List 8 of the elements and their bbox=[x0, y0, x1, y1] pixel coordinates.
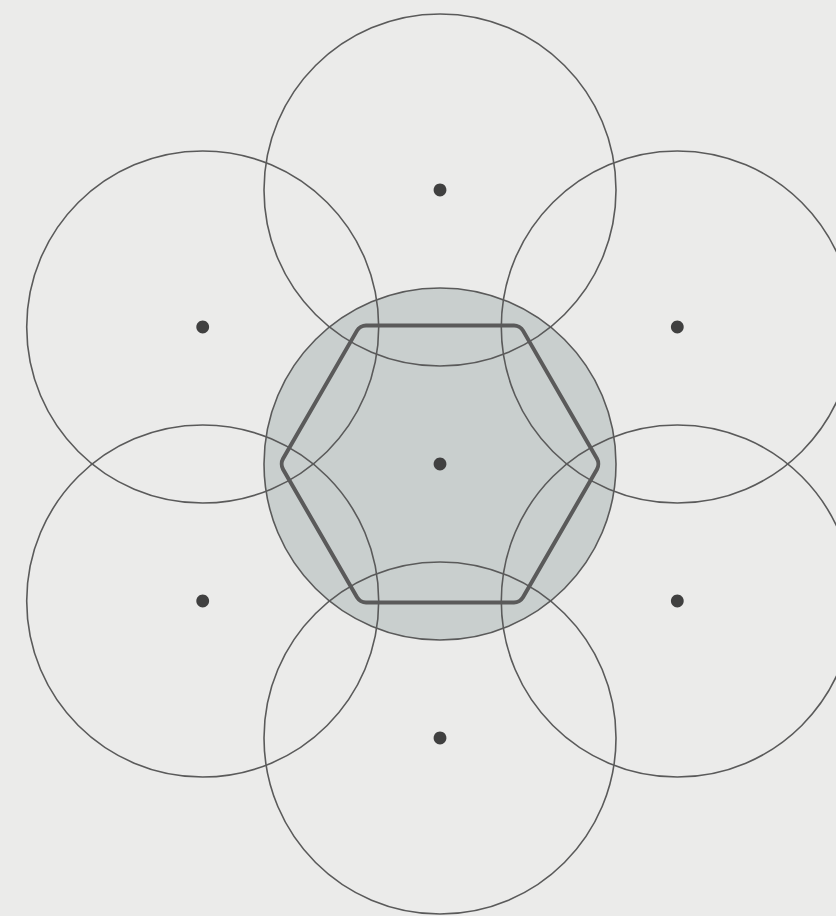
circle bbox=[25, 424, 380, 778]
circle bbox=[500, 150, 836, 504]
circle bbox=[500, 424, 836, 778]
circle bbox=[263, 13, 617, 367]
circle bbox=[263, 561, 617, 915]
circle bbox=[263, 287, 617, 641]
circle bbox=[25, 150, 380, 504]
hexagon bbox=[279, 323, 601, 605]
